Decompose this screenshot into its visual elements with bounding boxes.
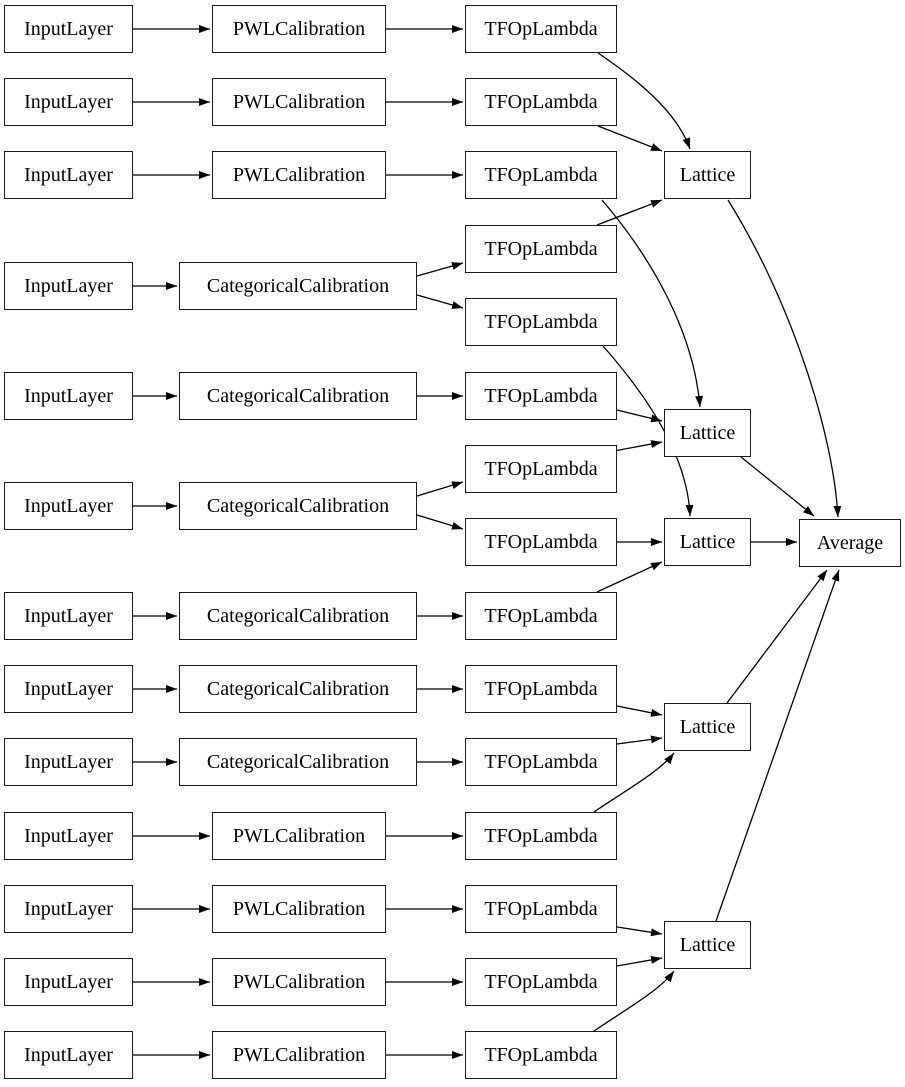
node-cal-3: PWLCalibration bbox=[212, 151, 386, 199]
node-cal-4: CategoricalCalibration bbox=[179, 262, 417, 310]
node-cal-5: CategoricalCalibration bbox=[179, 372, 417, 420]
node-cal-10: PWLCalibration bbox=[212, 812, 386, 860]
node-tfl-13: TFOpLambda bbox=[465, 885, 617, 933]
edge-tfl-1-to-lat-1 bbox=[597, 52, 691, 150]
edge-cal-4-to-tfl-5 bbox=[416, 294, 464, 309]
node-tfl-10: TFOpLambda bbox=[465, 665, 617, 713]
edge-tfl-6-to-lat-2 bbox=[616, 409, 663, 423]
node-tfl-9: TFOpLambda bbox=[465, 592, 617, 640]
node-il-5: InputLayer bbox=[4, 372, 133, 420]
edge-lat-4-to-avg bbox=[726, 569, 828, 704]
edge-tfl-14-to-lat-5 bbox=[616, 955, 663, 967]
node-il-11: InputLayer bbox=[4, 885, 133, 933]
node-tfl-5: TFOpLambda bbox=[465, 298, 617, 346]
edge-tfl-15-to-lat-5 bbox=[593, 970, 675, 1032]
node-il-12: InputLayer bbox=[4, 958, 133, 1006]
edge-lat-2-to-avg bbox=[740, 456, 815, 517]
node-il-1: InputLayer bbox=[4, 5, 133, 53]
node-il-6: InputLayer bbox=[4, 482, 133, 530]
node-il-7: InputLayer bbox=[4, 592, 133, 640]
node-cal-12: PWLCalibration bbox=[212, 958, 386, 1006]
node-cal-1: PWLCalibration bbox=[212, 5, 386, 53]
node-cal-7: CategoricalCalibration bbox=[179, 592, 417, 640]
node-cal-13: PWLCalibration bbox=[212, 1031, 386, 1079]
node-tfl-6: TFOpLambda bbox=[465, 372, 617, 420]
edge-tfl-4-to-lat-1 bbox=[596, 199, 663, 226]
node-il-2: InputLayer bbox=[4, 78, 133, 126]
node-tfl-15: TFOpLambda bbox=[465, 1031, 617, 1079]
node-lat-1: Lattice bbox=[664, 151, 751, 199]
node-lat-4: Lattice bbox=[664, 703, 751, 751]
node-tfl-1: TFOpLambda bbox=[465, 5, 617, 53]
node-il-4: InputLayer bbox=[4, 262, 133, 310]
node-tfl-14: TFOpLambda bbox=[465, 958, 617, 1006]
node-tfl-12: TFOpLambda bbox=[465, 812, 617, 860]
node-cal-2: PWLCalibration bbox=[212, 78, 386, 126]
node-tfl-8: TFOpLambda bbox=[465, 518, 617, 566]
node-avg: Average bbox=[799, 519, 901, 567]
node-lat-2: Lattice bbox=[664, 409, 751, 457]
node-cal-11: PWLCalibration bbox=[212, 885, 386, 933]
edge-tfl-11-to-lat-4 bbox=[616, 735, 663, 745]
node-il-13: InputLayer bbox=[4, 1031, 133, 1079]
node-il-10: InputLayer bbox=[4, 812, 133, 860]
edge-tfl-12-to-lat-4 bbox=[593, 752, 675, 813]
node-lat-3: Lattice bbox=[664, 518, 751, 566]
node-tfl-11: TFOpLambda bbox=[465, 738, 617, 786]
edge-tfl-2-to-lat-1 bbox=[597, 125, 663, 152]
node-tfl-7: TFOpLambda bbox=[465, 445, 617, 493]
node-tfl-4: TFOpLambda bbox=[465, 225, 617, 273]
edge-cal-4-to-tfl-4 bbox=[416, 262, 464, 277]
node-cal-8: CategoricalCalibration bbox=[179, 665, 417, 713]
node-tfl-3: TFOpLambda bbox=[465, 151, 617, 199]
edge-cal-6-to-tfl-7 bbox=[416, 481, 464, 497]
edge-tfl-3-to-lat-2 bbox=[601, 199, 704, 408]
edge-tfl-9-to-lat-3 bbox=[596, 561, 663, 593]
node-il-8: InputLayer bbox=[4, 665, 133, 713]
edge-tfl-13-to-lat-5 bbox=[616, 926, 663, 937]
node-il-3: InputLayer bbox=[4, 151, 133, 199]
edge-cal-6-to-tfl-8 bbox=[416, 514, 464, 530]
edge-lat-5-to-avg bbox=[715, 569, 840, 922]
node-cal-9: CategoricalCalibration bbox=[179, 738, 417, 786]
edge-lat-1-to-avg bbox=[727, 199, 842, 518]
node-il-9: InputLayer bbox=[4, 738, 133, 786]
node-tfl-2: TFOpLambda bbox=[465, 78, 617, 126]
node-cal-6: CategoricalCalibration bbox=[179, 482, 417, 530]
node-lat-5: Lattice bbox=[664, 921, 751, 969]
edge-tfl-7-to-lat-2 bbox=[613, 440, 663, 452]
edge-tfl-10-to-lat-4 bbox=[616, 705, 663, 717]
